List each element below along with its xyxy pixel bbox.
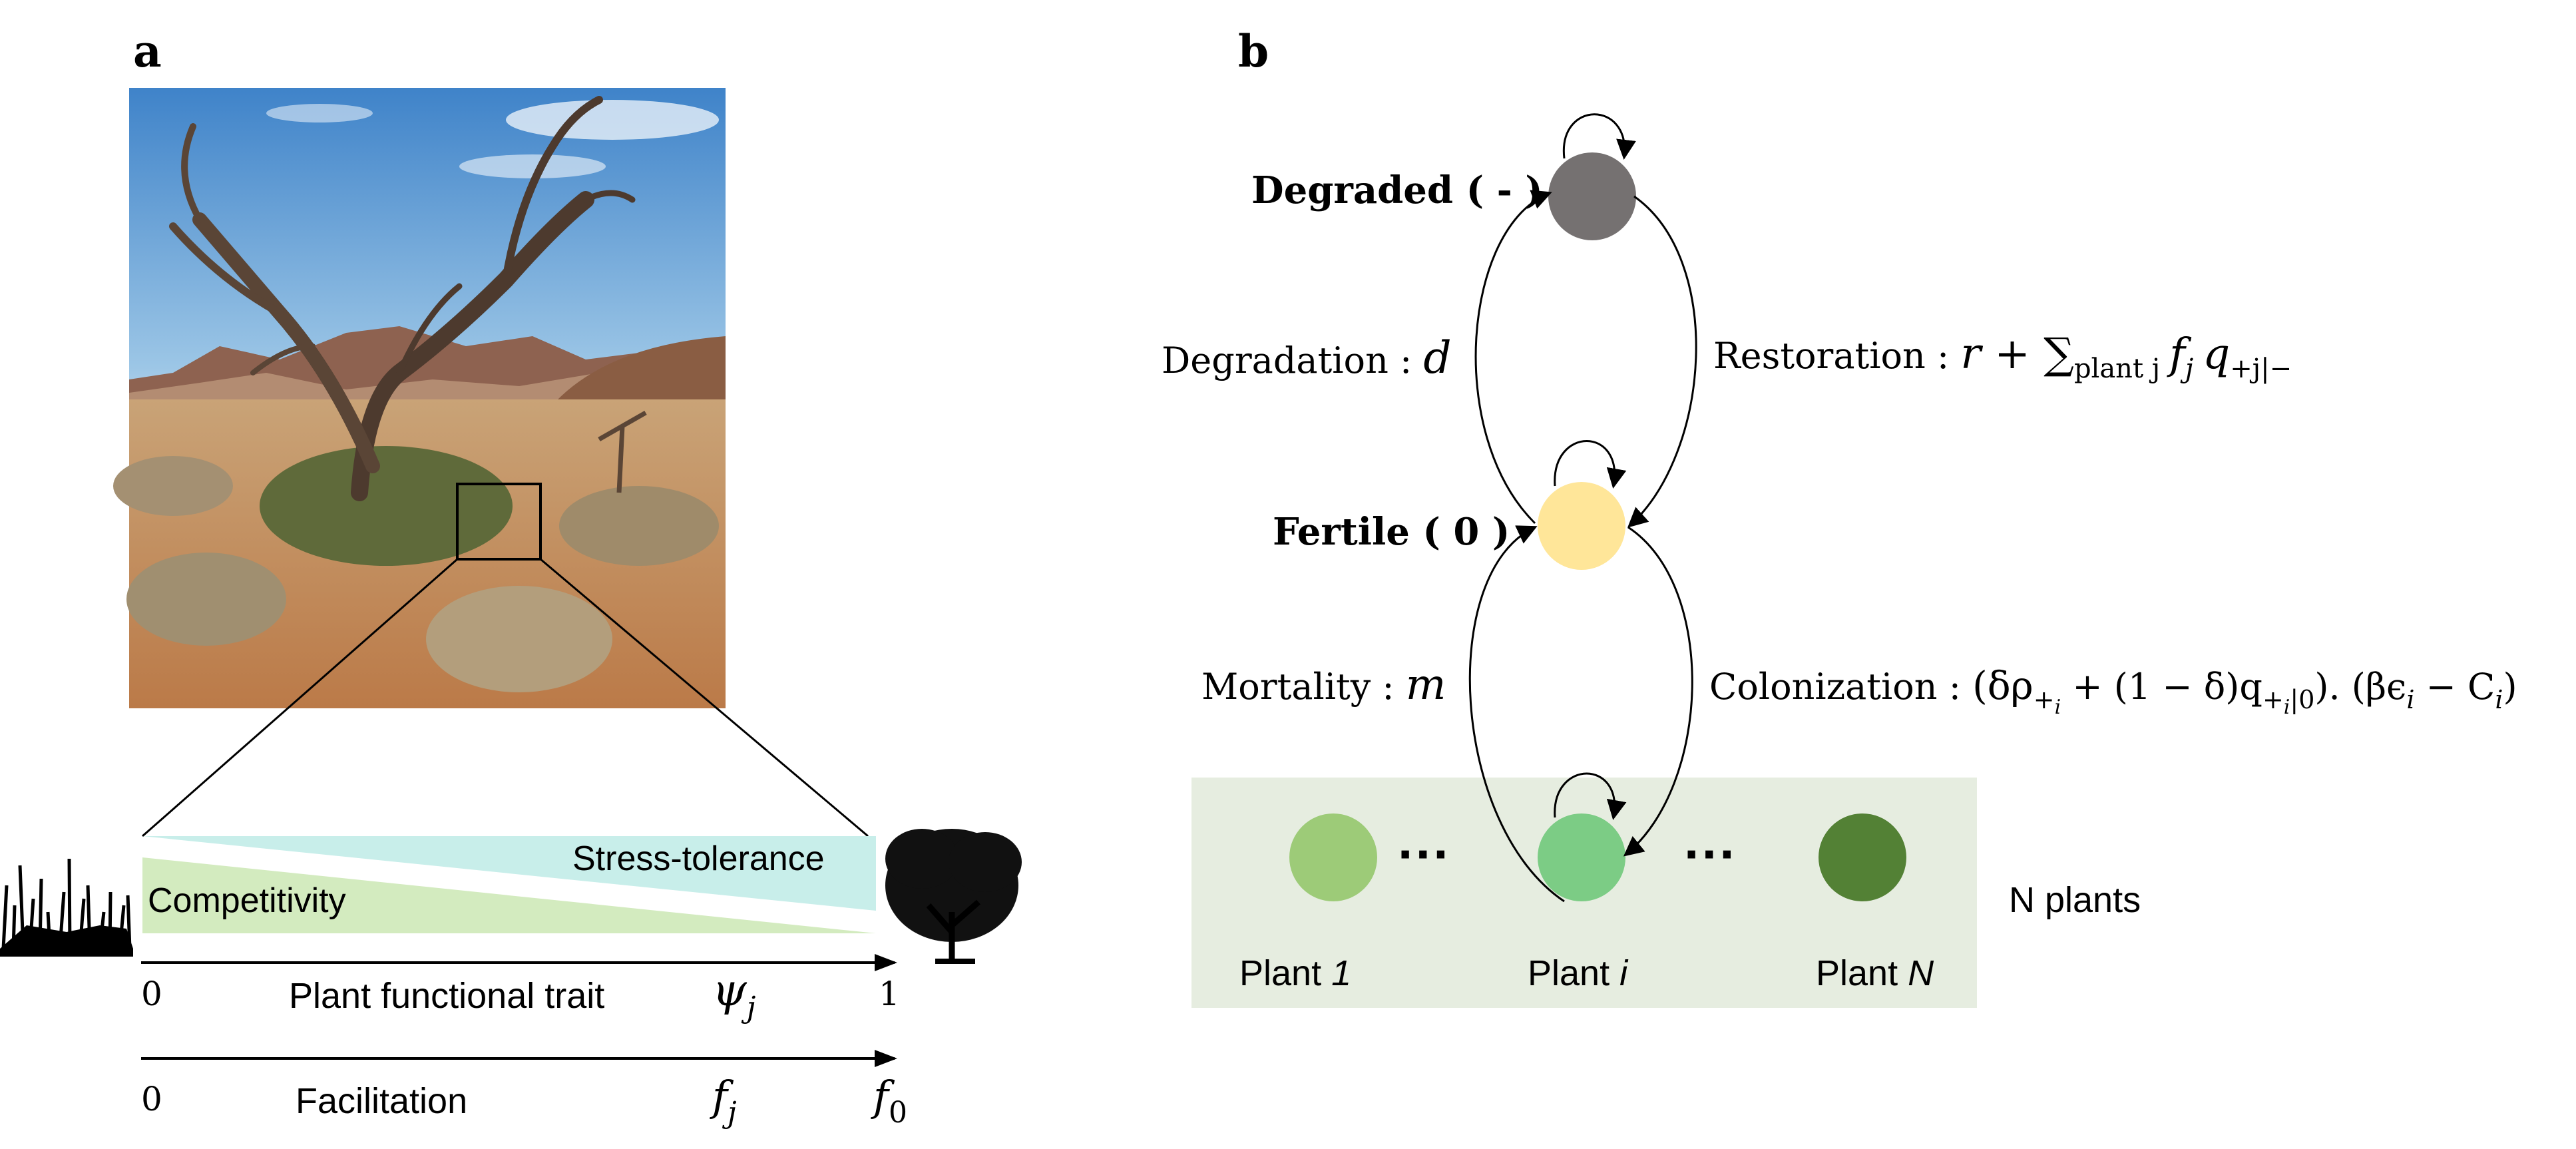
trait-axis-start: 0 [141,975,162,1013]
desert-photo [113,88,726,708]
plant-1-label: Plant 1 [1239,953,1351,993]
fertile-self-loop [1554,440,1627,489]
plant-n-node [1819,813,1906,901]
mortality-arrow [1468,525,1565,903]
facilitation-axis-label: Facilitation [296,1081,467,1121]
competitivity-label: Competitivity [148,881,346,920]
panel-a-label: a [133,25,162,77]
plant-n-label: Plant N [1816,953,1934,993]
degraded-self-loop [1562,113,1636,160]
panel-b-label: b [1238,25,1269,77]
zoom-box [456,483,542,561]
degradation-label: Degradation : d [1162,332,1452,383]
stress-tolerance-label: Stress-tolerance [572,839,825,878]
plants-ellipsis-right: ··· [1684,824,1737,883]
plant-i-node [1538,813,1625,901]
colonization-label: Colonization : (δρ+i + (1 − δ)q+i|0). (β… [1709,663,2517,719]
degraded-node [1548,152,1636,240]
fertile-node [1538,482,1625,570]
trait-axis-label: Plant functional trait [289,976,604,1016]
degraded-label: Degraded ( - ) [1251,168,1543,212]
trait-symbol: ψj [712,965,755,1025]
plant-i-self-loop [1554,772,1627,820]
competitivity-wedge [142,857,876,933]
plant-1-node [1289,813,1377,901]
restoration-arrow [1627,195,1697,528]
fertile-label: Fertile ( 0 ) [1273,510,1510,554]
degradation-arrow [1474,190,1552,525]
trait-axis-end: 1 [879,975,900,1013]
zoom-line-right [540,558,869,837]
shrub-tree-icon [885,829,1022,964]
plant-i-label: Plant i [1528,953,1629,993]
n-plants-label: N plants [2009,880,2141,920]
plants-ellipsis-left: ··· [1398,824,1451,883]
facilitation-axis-start: 0 [141,1080,162,1118]
facilitation-end-symbol: f0 [871,1072,907,1130]
stress-tolerance-wedge [142,836,876,911]
zoom-line-left [142,558,458,837]
colonization-arrow [1623,526,1693,857]
facilitation-symbol: fj [710,1072,737,1130]
mortality-label: Mortality : m [1201,660,1446,710]
grass-silhouette-icon [0,858,133,957]
